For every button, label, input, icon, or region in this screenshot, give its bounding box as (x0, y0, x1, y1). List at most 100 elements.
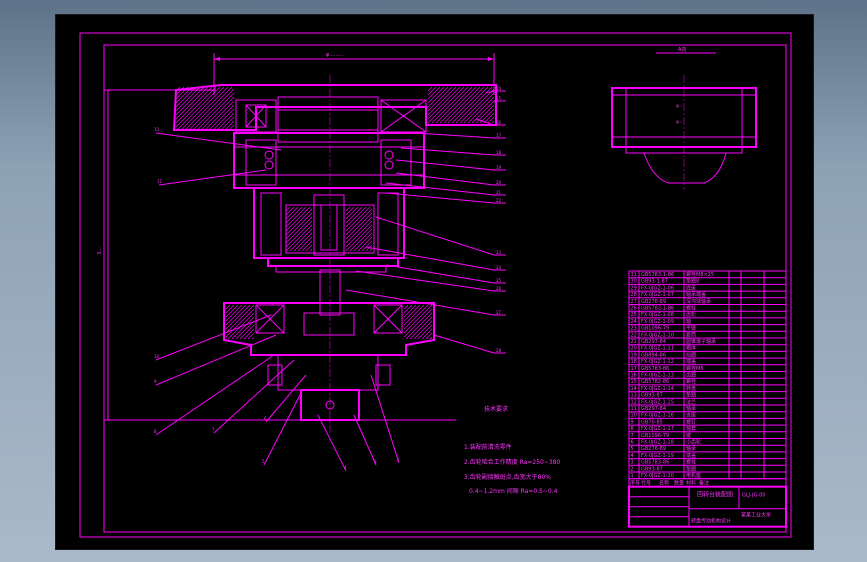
parts-row-code: GB5783-1-86 (641, 272, 674, 278)
parts-row-name: 垫圈 (686, 465, 696, 472)
parts-row-code: FX-0JGZ-1-14 (641, 386, 674, 392)
callout-label: 11 (157, 179, 163, 184)
notes-title: 技术要求 (484, 405, 508, 413)
outer-frame (79, 32, 792, 538)
parts-row-index: 30 (631, 279, 637, 285)
drawing-canvas[interactable]: φ......... 3... (55, 14, 814, 550)
parts-row-index: 5 (631, 446, 634, 452)
callout-label: 19 (496, 165, 502, 170)
parts-row-code: GB5783-86 (641, 460, 669, 466)
callout-label: 24 (496, 265, 502, 270)
parts-row-index: 10 (631, 413, 637, 419)
parts-row-index: 25 (631, 312, 637, 318)
parts-row-code: FX-0JGZ-1-15 (641, 399, 674, 405)
parts-row-code: GB894-86 (641, 352, 666, 358)
parts-row-code: GB276-89 (641, 446, 666, 452)
callout-label: 15 (496, 96, 502, 101)
callout-label: 2 (397, 457, 400, 462)
parts-row-index: 27 (631, 299, 637, 305)
parts-row-name: 电机座 (686, 472, 701, 479)
parts-row-name: 螺栓 (686, 305, 696, 312)
parts-row-name: 端盖 (686, 452, 696, 459)
callout-label: 8 (154, 429, 157, 434)
parts-row-index: 18 (631, 359, 637, 365)
parts-row-index: 14 (631, 386, 637, 392)
technical-notes: 技术要求 1.装配前清洗零件 2.齿轮啮合工作精度 Ra=250~380 3.齿… (464, 405, 560, 495)
parts-row-code: GB93-87 (641, 393, 663, 399)
parts-row-index: 9 (631, 419, 634, 425)
parts-row-code: GB5782-86 (641, 379, 669, 385)
parts-row-code: FX-0JGZ-1-06 (641, 285, 674, 291)
parts-row-name: 深沟球轴承 (686, 298, 711, 305)
parts-row-index: 13 (631, 393, 637, 399)
parts-row-code: GB5782-1-86 (641, 306, 674, 312)
parts-row-code: GB1096-79 (641, 326, 669, 332)
parts-row-code: GB297-84 (641, 339, 666, 345)
parts-row-name: 垫圈8 (686, 278, 699, 285)
parts-row-name: 键 (686, 432, 691, 439)
note-2: 2.齿轮啮合工作精度 Ra=250~380 (464, 458, 560, 466)
parts-row-index: 12 (631, 399, 637, 405)
parts-row-code: GB276-89 (641, 299, 666, 305)
design-title: 转盘传动机构设计 (691, 518, 731, 525)
callout-label: 28 (496, 348, 502, 353)
callout-label: 7 (212, 427, 215, 432)
parts-row-name: 端盖 (686, 358, 696, 365)
parts-row-index: 7 (631, 433, 634, 439)
dim-detail-top: A向 (678, 46, 686, 53)
note-1: 1.装配前清洗零件 (464, 443, 512, 451)
parts-row-index: 2 (631, 466, 634, 472)
parts-row-name: 套筒 (686, 331, 696, 338)
dim-top-width: φ......... (326, 52, 344, 58)
parts-row-code: FX-0JGZ-1-13 (641, 373, 674, 379)
callout-label: 16 (496, 120, 502, 125)
parts-row-index: 11 (631, 406, 637, 412)
parts-row-index: 1 (631, 473, 634, 479)
parts-row-name: 轴承 (686, 405, 696, 412)
callout-label: 10 (154, 354, 160, 359)
parts-row-index: 16 (631, 373, 637, 379)
parts-row-index: 3 (631, 460, 634, 466)
callout-label: 17 (496, 133, 502, 138)
parts-row-index: 17 (631, 366, 637, 372)
parts-row-code: GB5783-86 (641, 366, 669, 372)
callout-label: 9 (154, 379, 157, 384)
parts-row-name: 轴 (686, 318, 691, 325)
cad-drawing: φ......... 3... (79, 32, 792, 538)
parts-row-name: 箱体 (686, 345, 696, 352)
parts-row-index: 4 (631, 453, 634, 459)
parts-row-name: 支座 (686, 412, 696, 419)
parts-row-name: 螺栓M6 (686, 365, 704, 372)
parts-row-name: 法兰 (686, 398, 696, 405)
parts-row-index: 20 (631, 346, 637, 352)
parts-row-name: 平键 (686, 325, 696, 332)
parts-row-index: 23 (631, 326, 637, 332)
parts-header-cell: 备注 (699, 480, 709, 487)
callout-label: 20 (496, 180, 502, 185)
parts-row-index: 8 (631, 426, 634, 432)
parts-row-code: GB93-87 (641, 466, 663, 472)
note-4: 0.4~1.2mm 间隙 Ra=0.5~0.4 (469, 487, 558, 495)
callout-label: 21 (496, 190, 502, 195)
parts-row-name: 圆锥滚子轴承 (686, 338, 716, 345)
dim-detail-mid1: φ... (676, 103, 682, 108)
callout-label: 13 (154, 127, 160, 132)
callout-label: 4 (344, 465, 347, 470)
parts-row-code: FX-0JGZ-1-19 (641, 453, 674, 459)
parts-row-code: FX-0JGZ-1-09 (641, 319, 674, 325)
dim-detail-mid2: φ... (676, 119, 682, 124)
parts-row-index: 6 (631, 440, 634, 446)
dim-left-height: 3... (97, 247, 103, 255)
main-section-view: φ......... 3... (97, 52, 497, 435)
parts-row-code: GB70-85 (641, 419, 663, 425)
parts-row-code: FX-0JGZ-1-18 (641, 440, 674, 446)
parts-row-code: FX-0JGZ-1-17 (641, 426, 674, 432)
callout-label: 6 (264, 416, 267, 421)
school-name: 某某工业大学 (741, 512, 771, 519)
detail-view: A向 φ... φ... (611, 46, 757, 190)
callout-label: 5 (262, 459, 265, 464)
callout-label: 22 (496, 198, 502, 203)
parts-header-cell: 名称 (659, 480, 669, 487)
